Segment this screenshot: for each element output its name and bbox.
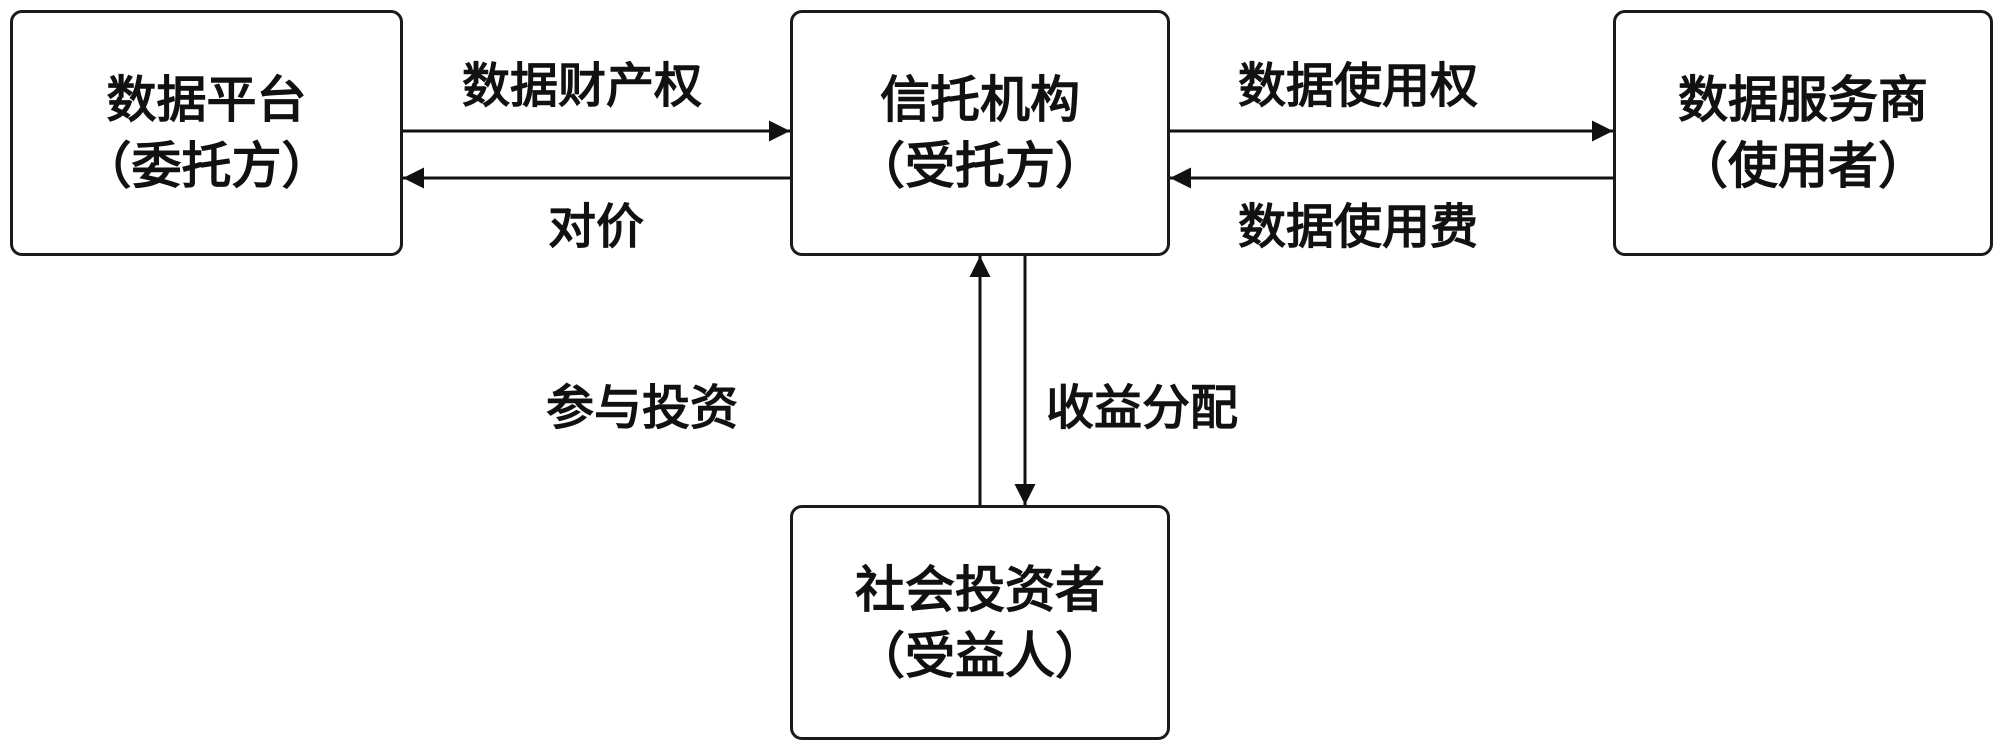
node-data-platform-role: （委托方） (81, 137, 332, 195)
edge-label-profit-distribution: 收益分配 (1046, 380, 1239, 436)
node-trust-institution-role: （受托方） (855, 137, 1105, 195)
node-trust-institution: 信托机构 （受托方） (790, 10, 1170, 256)
edge-label-payment: 对价 (548, 199, 645, 255)
node-social-investor-role: （受益人） (855, 626, 1105, 685)
node-social-investor: 社会投资者 （受益人） (790, 505, 1170, 740)
node-data-service-provider: 数据服务商 （使用者） (1613, 10, 1993, 256)
node-data-platform-name: 数据平台 (106, 71, 307, 129)
node-data-service-provider-name: 数据服务商 (1678, 71, 1928, 129)
node-data-platform: 数据平台 （委托方） (10, 10, 403, 256)
node-trust-institution-name: 信托机构 (880, 71, 1080, 129)
edge-label-use-fee: 数据使用费 (1238, 199, 1479, 255)
edge-label-investment: 参与投资 (545, 380, 738, 436)
edge-label-property-right: 数据财产权 (462, 58, 703, 114)
node-social-investor-name: 社会投资者 (855, 560, 1105, 619)
node-data-service-provider-role: （使用者） (1678, 137, 1928, 195)
edge-label-use-right: 数据使用权 (1238, 58, 1479, 114)
